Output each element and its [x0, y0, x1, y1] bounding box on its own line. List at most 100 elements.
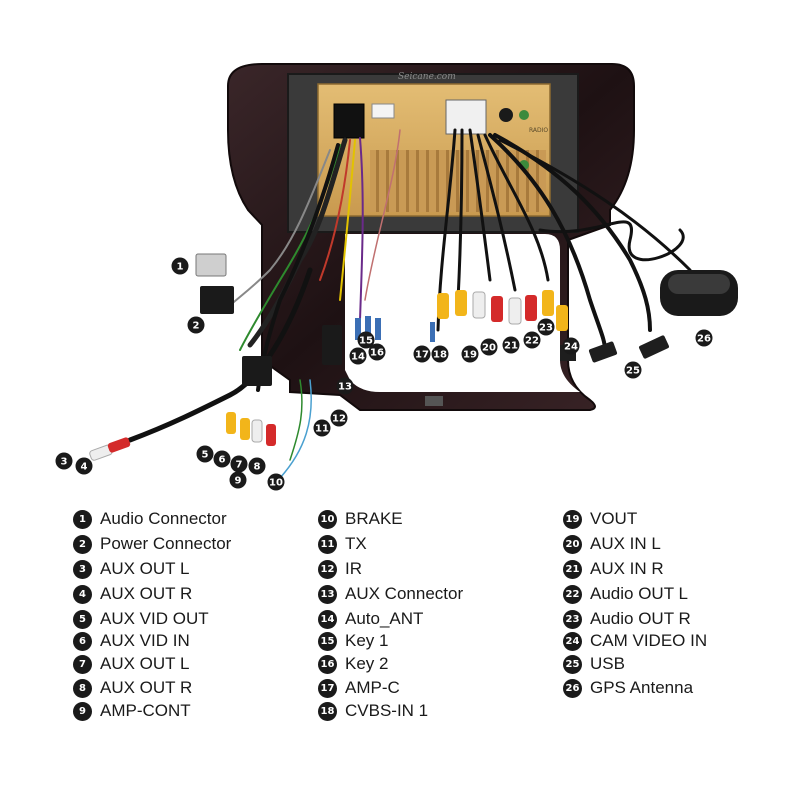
legend-item: 9 AMP-CONT	[73, 700, 191, 722]
callout-15: 15	[357, 331, 375, 349]
legend-number-badge: 15	[318, 631, 337, 651]
callout-1: 1	[171, 257, 189, 275]
legend-label: Audio OUT L	[590, 584, 688, 603]
legend-number-badge: 7	[73, 654, 92, 674]
svg-text:6: 6	[219, 455, 226, 466]
legend-label: Audio OUT R	[590, 609, 691, 628]
watermark: Seicane.com	[398, 72, 456, 82]
callout-7: 7	[230, 455, 248, 473]
svg-text:22: 22	[525, 336, 539, 347]
svg-text:11: 11	[315, 424, 329, 435]
legend-number-badge: 21	[563, 559, 582, 579]
legend-label: AUX IN R	[590, 559, 664, 578]
legend-label: Auto_ANT	[345, 609, 424, 628]
legend-number-badge: 13	[318, 584, 337, 604]
callout-14: 14	[349, 347, 367, 365]
legend-number-badge: 23	[563, 609, 582, 629]
radio-chassis: Seicane.com RADIO	[287, 72, 579, 233]
legend-label: CAM VIDEO IN	[590, 631, 708, 650]
legend-number-badge: 22	[563, 584, 582, 604]
svg-text:12: 12	[332, 414, 346, 425]
legend-number-badge: 19	[563, 509, 582, 529]
legend-number-badge: 5	[73, 609, 92, 629]
legend-label: AUX OUT L	[100, 559, 190, 578]
svg-text:16: 16	[370, 348, 384, 359]
plug-connectors	[195, 253, 435, 386]
callout-4: 4	[75, 457, 93, 475]
svg-text:19: 19	[463, 350, 477, 361]
svg-text:13: 13	[338, 382, 352, 393]
svg-text:10: 10	[269, 478, 283, 489]
callout-6: 6	[213, 450, 231, 468]
legend-number-badge: 16	[318, 654, 337, 674]
svg-text:17: 17	[415, 350, 429, 361]
legend-number-badge: 18	[318, 701, 337, 721]
legend-item: 13 AUX Connector	[318, 583, 463, 605]
legend-item: 5 AUX VID OUT	[73, 608, 209, 630]
legend-number-badge: 26	[563, 678, 582, 698]
callout-26: 26	[695, 329, 713, 347]
legend-number-badge: 9	[73, 701, 92, 721]
legend-number-badge: 4	[73, 584, 92, 604]
legend-item: 22 Audio OUT L	[563, 583, 688, 605]
legend-label: AUX OUT R	[100, 584, 193, 603]
legend-label: AUX VID OUT	[100, 609, 209, 628]
legend-label: USB	[590, 654, 625, 673]
legend-label: BRAKE	[345, 509, 403, 528]
legend-label: AUX OUT L	[100, 654, 190, 673]
aux-connector-plug	[242, 356, 272, 386]
callout-3: 3	[55, 452, 73, 470]
legend-label: GPS Antenna	[590, 678, 694, 697]
legend-item: 25 USB	[563, 653, 625, 675]
svg-text:15: 15	[359, 336, 373, 347]
svg-text:14: 14	[351, 352, 365, 363]
svg-text:4: 4	[81, 462, 88, 473]
svg-text:5: 5	[202, 450, 209, 461]
svg-text:9: 9	[235, 476, 242, 487]
callout-9: 9	[229, 471, 247, 489]
legend-number-badge: 12	[318, 559, 337, 579]
rca-cluster-left	[89, 412, 276, 461]
svg-text:26: 26	[697, 334, 711, 345]
svg-text:7: 7	[236, 460, 243, 471]
legend-label: AMP-CONT	[100, 701, 191, 720]
legend-label: Power Connector	[100, 534, 232, 553]
callout-11: 11	[313, 419, 331, 437]
svg-text:3: 3	[61, 457, 68, 468]
callout-18: 18	[431, 345, 449, 363]
svg-text:25: 25	[626, 366, 640, 377]
callout-16: 16	[368, 343, 386, 361]
legend-number-badge: 25	[563, 654, 582, 674]
legend-label: IR	[345, 559, 362, 578]
legend-number-badge: 24	[563, 631, 582, 651]
svg-text:21: 21	[504, 341, 518, 352]
legend-number-badge: 1	[73, 509, 92, 529]
legend-number-badge: 6	[73, 631, 92, 651]
radio-port-label: RADIO	[529, 127, 548, 134]
legend-item: 7 AUX OUT L	[73, 653, 189, 675]
legend-item: 24 CAM VIDEO IN	[563, 630, 707, 652]
callout-24: 24	[562, 337, 580, 355]
svg-text:2: 2	[193, 321, 200, 332]
callout-20: 20	[480, 338, 498, 356]
svg-text:18: 18	[433, 350, 447, 361]
legend-label: AUX VID IN	[100, 631, 190, 650]
callout-22: 22	[523, 331, 541, 349]
legend-label: AUX Connector	[345, 584, 464, 603]
legend-number-badge: 20	[563, 534, 582, 554]
callout-21: 21	[502, 336, 520, 354]
callout-10: 10	[267, 473, 285, 491]
audio-connector-plug	[195, 253, 227, 277]
callout-19: 19	[461, 345, 479, 363]
